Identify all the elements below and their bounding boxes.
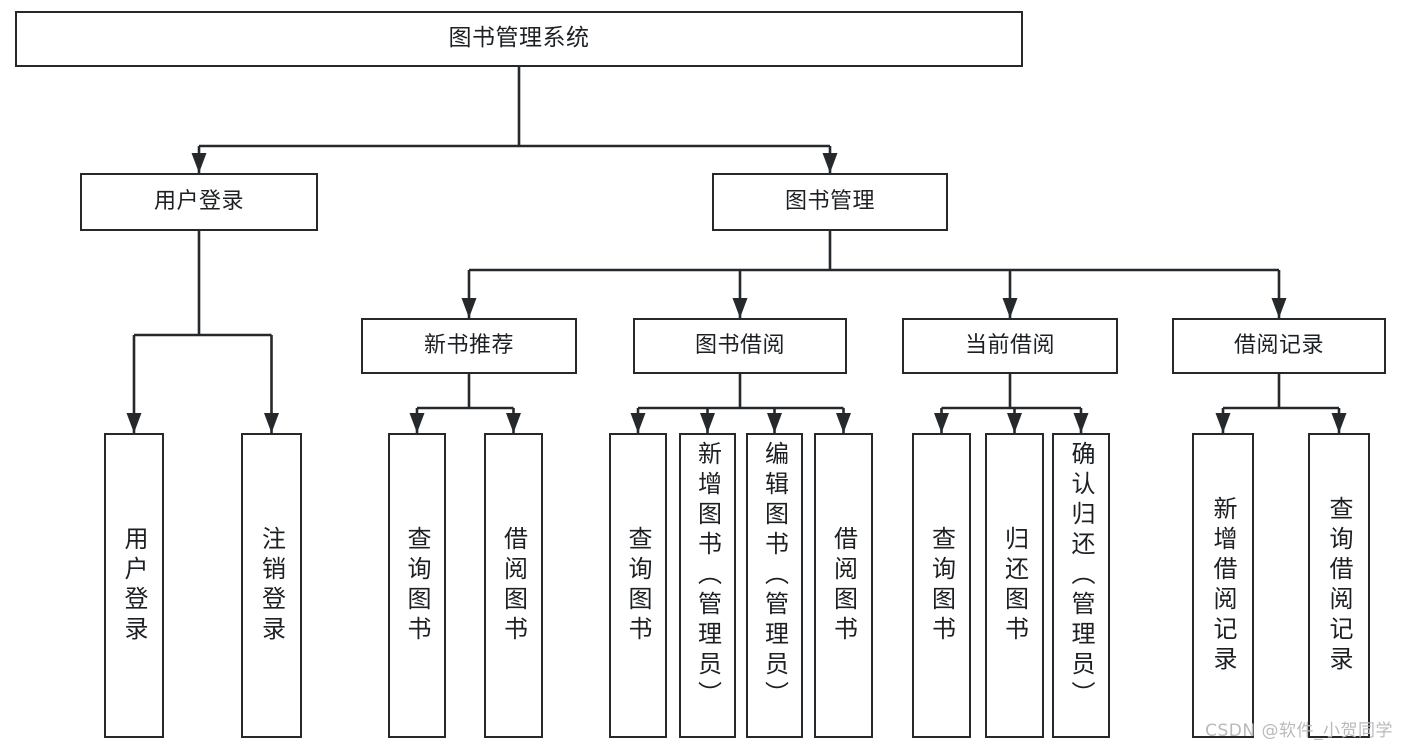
arrowhead-icon — [461, 298, 477, 318]
node-label: 确认归还（管理员） — [1067, 441, 1095, 711]
node-book-manage: 图书管理 — [712, 173, 948, 231]
arrowhead-icon — [836, 413, 851, 433]
node-label: 查询图书 — [624, 525, 652, 646]
node-label: 新增图书（管理员） — [693, 441, 722, 711]
node-label: 查询图书 — [927, 525, 956, 646]
arrowhead-icon — [630, 413, 646, 433]
node-leaf-confirm-return: 确认归还（管理员） — [1052, 433, 1110, 738]
arrowhead-icon — [126, 413, 142, 433]
arrowhead-icon — [1073, 413, 1089, 433]
node-label: 借阅图书 — [499, 525, 528, 646]
node-leaf-borrow-book-1: 借阅图书 — [484, 433, 543, 738]
arrowhead-icon — [409, 413, 425, 433]
node-leaf-user-login: 用户登录 — [104, 433, 164, 738]
node-label: 图书管理 — [784, 189, 875, 215]
node-leaf-borrow-book-2: 借阅图书 — [814, 433, 873, 738]
node-new-book-recommend: 新书推荐 — [361, 318, 577, 374]
arrowhead-icon — [934, 413, 949, 433]
node-label: 编辑图书（管理员） — [760, 441, 789, 711]
arrowhead-icon — [264, 413, 279, 433]
arrowhead-icon — [506, 413, 521, 433]
node-leaf-query-book-2: 查询图书 — [609, 433, 667, 738]
node-label: 图书借阅 — [694, 333, 785, 359]
node-current-borrow: 当前借阅 — [902, 318, 1118, 374]
arrowhead-icon — [1331, 413, 1347, 433]
node-leaf-query-book-3: 查询图书 — [912, 433, 971, 738]
node-user-login: 用户登录 — [80, 173, 318, 231]
node-root: 图书管理系统 — [15, 11, 1023, 67]
node-leaf-add-record: 新增借阅记录 — [1192, 433, 1254, 738]
node-leaf-query-record: 查询借阅记录 — [1308, 433, 1370, 738]
node-label: 用户登录 — [120, 525, 148, 646]
node-label: 用户登录 — [153, 189, 244, 215]
arrowhead-icon — [1215, 413, 1231, 433]
node-label: 查询图书 — [403, 525, 431, 646]
node-label: 注销登录 — [257, 525, 286, 646]
node-label: 归还图书 — [1000, 525, 1029, 646]
node-book-borrow: 图书借阅 — [633, 318, 847, 374]
arrowhead-icon — [700, 413, 715, 433]
arrowhead-icon — [822, 153, 838, 173]
node-label: 借阅记录 — [1233, 333, 1324, 359]
node-leaf-return-book: 归还图书 — [985, 433, 1044, 738]
node-leaf-user-logout: 注销登录 — [241, 433, 302, 738]
node-label: 图书管理系统 — [448, 25, 590, 52]
arrowhead-icon — [732, 298, 748, 318]
arrowhead-icon — [1007, 413, 1022, 433]
node-label: 借阅图书 — [829, 525, 858, 646]
node-leaf-edit-book: 编辑图书（管理员） — [746, 433, 803, 738]
node-label: 新书推荐 — [423, 333, 514, 359]
watermark: CSDN @软件_小贺同学 — [1205, 721, 1393, 741]
arrowhead-icon — [767, 413, 782, 433]
arrowhead-icon — [1271, 298, 1287, 318]
node-borrow-record: 借阅记录 — [1172, 318, 1386, 374]
node-label: 当前借阅 — [964, 333, 1055, 359]
arrowhead-icon — [1002, 298, 1018, 318]
arrowhead-icon — [191, 153, 207, 173]
node-label: 查询借阅记录 — [1325, 495, 1353, 676]
node-leaf-add-book: 新增图书（管理员） — [679, 433, 736, 738]
node-label: 新增借阅记录 — [1209, 495, 1237, 676]
node-leaf-query-book-1: 查询图书 — [388, 433, 446, 738]
